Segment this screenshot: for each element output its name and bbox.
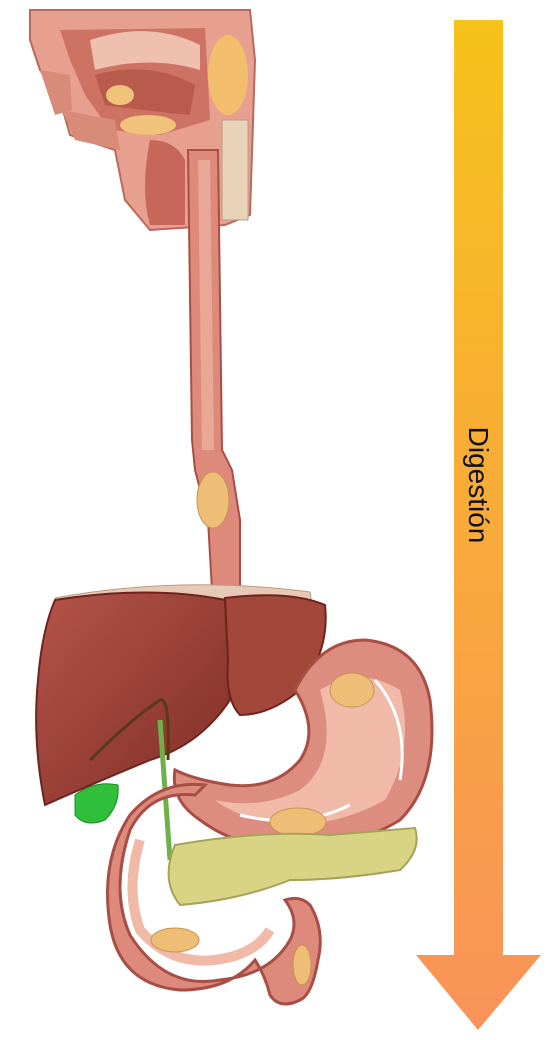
jejunum-bolus [293,945,311,985]
pancreas [169,828,417,905]
stomach-bolus-lower [270,808,326,836]
head-oral-cavity [30,10,255,230]
parotid-gland [208,35,248,115]
digestion-label: Digestión [462,427,494,544]
cervical-spine [222,120,248,220]
sublingual-gland [120,115,176,135]
submandibular-gland [106,85,134,105]
esophagus-bolus [197,472,229,528]
stomach-bolus-upper [330,673,374,707]
duodenum-bolus [151,928,199,952]
